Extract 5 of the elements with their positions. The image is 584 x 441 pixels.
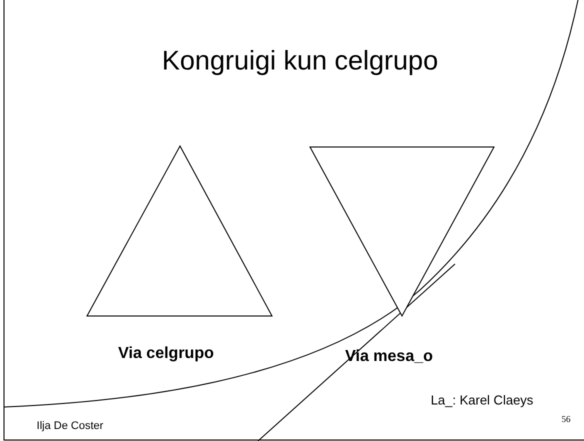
- shape-label: Via celgrupo: [118, 345, 214, 363]
- slide-title: Kongruigi kun celgrupo: [162, 46, 438, 76]
- footer-text: Ilja De Coster: [36, 420, 104, 432]
- author-note: La_: Karel Claeys: [430, 392, 534, 408]
- page-number: 56: [562, 414, 570, 424]
